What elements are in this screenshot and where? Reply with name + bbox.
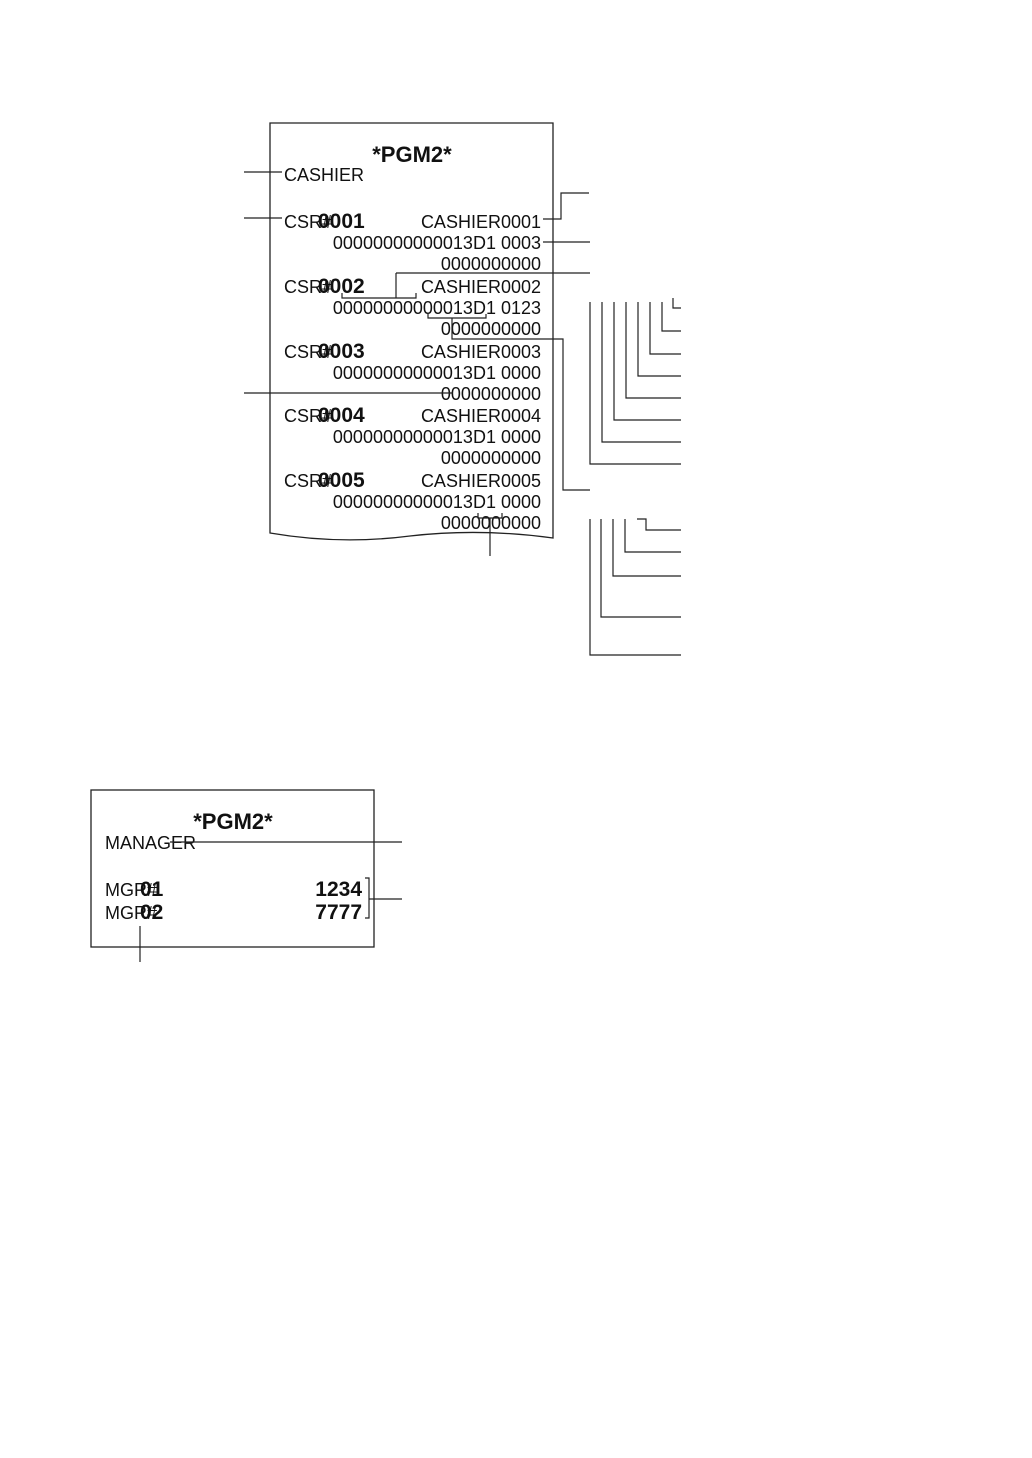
callout-line	[624, 519, 681, 553]
record-value-a: 00000000	[333, 492, 413, 512]
callout-line	[601, 302, 681, 443]
record-value-a: 00000000	[333, 363, 413, 383]
cashier-record: CSR# 0001 CASHIER0001 00000000 000013D1 …	[284, 210, 541, 274]
cashier-record: CSR# 0002 CASHIER0002 00000000 000013D1 …	[284, 275, 541, 339]
receipt-title: *PGM2*	[193, 809, 273, 834]
record-prefix: CSR#	[284, 471, 332, 491]
cashier-code: 0002	[318, 275, 365, 298]
manager-callouts	[139, 841, 402, 962]
cashier-name: CASHIER0001	[421, 212, 541, 232]
record-value-c: 0000000000	[441, 513, 541, 533]
receipt-paper-outline	[269, 122, 554, 541]
record-prefix: CSR#	[284, 342, 332, 362]
callout-line	[589, 302, 681, 465]
manager-code: 02	[140, 901, 163, 924]
cashier-record: CSR# 0004 CASHIER0004 00000000 000013D1 …	[284, 404, 541, 468]
record-value-c: 0000000000	[441, 448, 541, 468]
manager-secret-code: 7777	[315, 901, 362, 924]
cashier-name: CASHIER0004	[421, 406, 541, 426]
callout-line	[600, 519, 681, 618]
left-callouts	[244, 171, 453, 394]
record-value-a: 00000000	[333, 233, 413, 253]
manager-receipt: *PGM2* MANAGER MGR# 01 1234 MGR# 02 7777	[90, 789, 402, 962]
record-prefix: CSR#	[284, 212, 332, 232]
callout-line	[637, 518, 681, 531]
cashier-record: CSR# 0005 CASHIER0005 00000000 000013D1 …	[284, 469, 541, 533]
cashier-name: CASHIER0005	[421, 471, 541, 491]
record-value-c: 0000000000	[441, 319, 541, 339]
record-prefix: CSR#	[284, 277, 332, 297]
record-prefix: CSR#	[284, 406, 332, 426]
bracket	[365, 877, 370, 919]
manager-code: 01	[140, 878, 164, 901]
callout-line	[451, 318, 590, 491]
receipt-paper-outline	[90, 789, 375, 948]
callout-line	[613, 302, 681, 421]
record-value-b: 000013D1 0003	[413, 233, 541, 253]
record-value-b: 000013D1 0000	[413, 363, 541, 383]
callout-line	[543, 192, 589, 220]
receipt-title: *PGM2*	[372, 142, 452, 167]
cashier-code: 0001	[318, 210, 365, 233]
section-label: MANAGER	[105, 833, 196, 853]
cashier-code: 0003	[318, 340, 365, 363]
record-value-b: 000013D1 0123	[413, 298, 541, 318]
record-value-b: 000013D1 0000	[413, 427, 541, 447]
manager-secret-code: 1234	[315, 878, 362, 901]
record-value-a: 00000000	[333, 298, 413, 318]
callout-line	[661, 302, 681, 332]
section-label: CASHIER	[284, 165, 364, 185]
bracket	[427, 314, 487, 319]
record-value-b: 000013D1 0000	[413, 492, 541, 512]
cashier-receipt: *PGM2* CASHIER CSR# 0001 CASHIER0001 000…	[244, 122, 681, 656]
cashier-name: CASHIER0002	[421, 277, 541, 297]
manager-record: MGR# 02 7777	[105, 901, 362, 924]
cashier-code: 0005	[318, 469, 365, 492]
cashier-code: 0004	[318, 404, 365, 427]
callout-line	[649, 302, 681, 355]
callout-line	[672, 298, 681, 309]
bracket	[341, 293, 417, 299]
right-callouts	[543, 192, 681, 656]
manager-record: MGR# 01 1234	[105, 878, 362, 901]
cashier-record: CSR# 0003 CASHIER0003 00000000 000013D1 …	[284, 340, 541, 404]
callout-line	[612, 519, 681, 577]
callout-line	[625, 302, 681, 399]
callout-line	[637, 302, 681, 377]
record-value-c: 0000000000	[441, 384, 541, 404]
cashier-name: CASHIER0003	[421, 342, 541, 362]
record-prefix: MGR#	[105, 903, 157, 923]
record-prefix: MGR#	[105, 880, 157, 900]
record-value-c: 0000000000	[441, 254, 541, 274]
callout-line	[589, 519, 681, 656]
record-value-a: 00000000	[333, 427, 413, 447]
field-brackets	[341, 272, 590, 556]
